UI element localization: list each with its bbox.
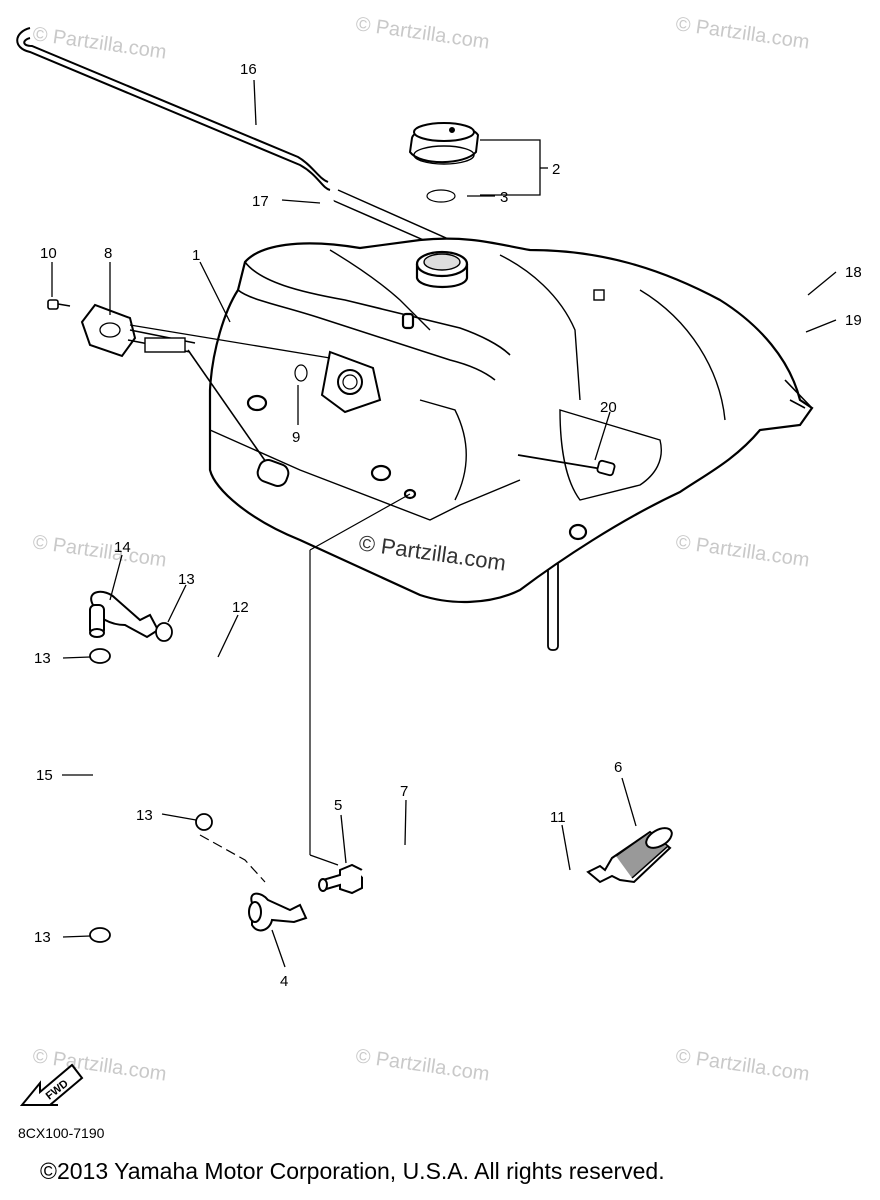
callout-13a: 13: [178, 571, 195, 588]
fuel-cap-2: [408, 122, 480, 165]
watermark-2: © Partzilla.com: [354, 13, 491, 54]
fuel-filter-6: [586, 827, 673, 884]
fuel-tank-1: [208, 237, 814, 604]
clamp-13-d: [89, 927, 111, 943]
outlet-leader-foot: [309, 854, 339, 866]
callout-12: 12: [232, 599, 249, 616]
clamp-13-b: [89, 648, 111, 664]
watermark-1: © Partzilla.com: [31, 23, 168, 64]
callout-20: 20: [600, 399, 617, 416]
callout-7: 7: [400, 783, 408, 800]
callout-16: 16: [240, 61, 257, 78]
hose-12-inner: [173, 645, 242, 803]
leader-dash: [199, 834, 266, 883]
callout-11: 11: [550, 809, 566, 826]
watermark-5: © Partzilla.com: [674, 531, 811, 572]
watermark-4: © Partzilla.com: [31, 531, 168, 572]
callout-9: 9: [292, 429, 300, 446]
watermark-7: © Partzilla.com: [354, 1045, 491, 1086]
hose-7-inner: [360, 846, 560, 928]
watermark-8: © Partzilla.com: [674, 1045, 811, 1086]
copyright-notice: ©2013 Yamaha Motor Corporation, U.S.A. A…: [40, 1158, 665, 1184]
callouts: 1 2 3 4 5 6 7 8 9 10 11 12 13 13 13 13 1…: [34, 61, 862, 990]
nut-18: [790, 293, 810, 309]
watermark-3: © Partzilla.com: [674, 13, 811, 54]
callout-14: 14: [114, 539, 131, 556]
clamp-13-c: [195, 813, 213, 831]
callout-6: 6: [614, 759, 622, 776]
band-20: [517, 454, 616, 477]
callout-8: 8: [104, 245, 112, 262]
fuel-sender-8: [80, 303, 331, 487]
cap-gasket-3-inner: [426, 189, 456, 203]
outlet-leader: [309, 493, 411, 551]
callout-2: 2: [552, 161, 560, 178]
callout-3: 3: [500, 189, 508, 206]
callout-13c: 13: [136, 807, 153, 824]
callout-15: 15: [36, 767, 53, 784]
callout-4: 4: [280, 973, 288, 990]
clamp-13-a: [155, 622, 173, 642]
watermark-6: © Partzilla.com: [31, 1045, 168, 1086]
fitting-5: [318, 863, 363, 895]
callout-1: 1: [192, 247, 200, 264]
clip-17: [322, 196, 334, 210]
joint-14: [89, 590, 160, 639]
callout-5: 5: [334, 797, 342, 814]
callout-leaders: [51, 79, 837, 968]
gasket-9-inner: [294, 364, 308, 382]
callout-19: 19: [845, 312, 862, 329]
diagram-code: 8CX100-7190: [18, 1125, 105, 1141]
callout-18: 18: [845, 264, 862, 281]
hose-15: [93, 677, 106, 922]
callout-17: 17: [252, 193, 269, 210]
washer-19: [788, 327, 804, 339]
clip-11: [568, 872, 580, 888]
fwd-arrow-icon: FWD: [19, 1063, 84, 1106]
callout-10: 10: [40, 245, 57, 262]
screw-10: [47, 299, 71, 310]
sender-flange: [320, 350, 382, 414]
elbow-4: [248, 892, 308, 932]
callout-13b: 13: [34, 650, 51, 667]
callout-13d: 13: [34, 929, 51, 946]
hose-7: [365, 851, 555, 923]
